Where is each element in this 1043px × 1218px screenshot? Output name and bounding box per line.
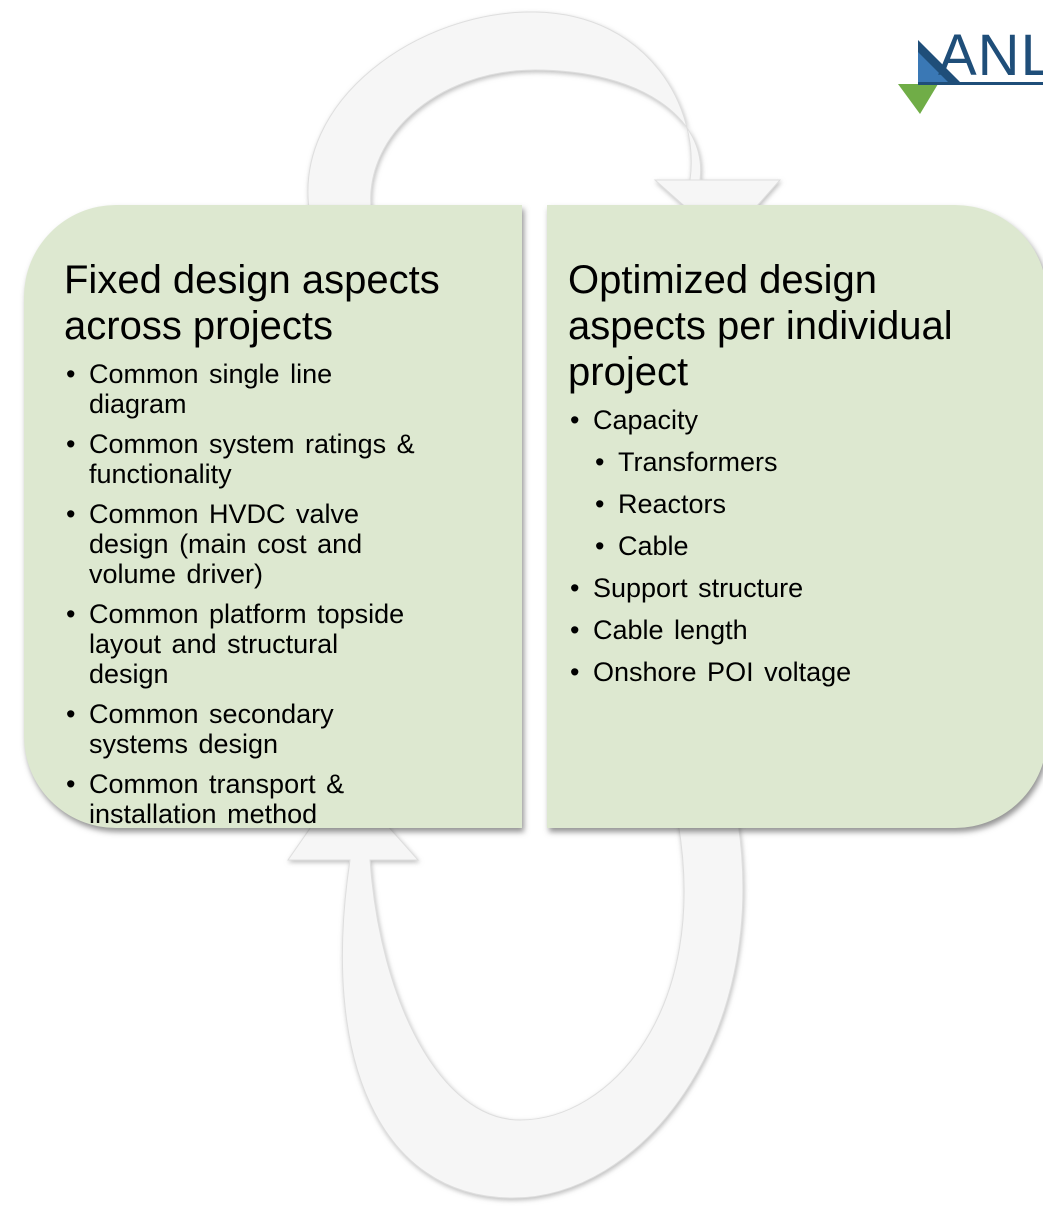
- bottom-curved-arrow: [287, 777, 744, 1199]
- optimized-design-list: Capacity Transformers Reactors Cable Sup…: [568, 405, 1037, 687]
- list-item: Support structure: [568, 573, 1037, 603]
- list-item: Common transport &installation method: [64, 769, 502, 829]
- title-line: Optimized design: [568, 258, 878, 302]
- fixed-design-panel: Fixed design aspects across projects Com…: [24, 205, 522, 829]
- title-line: project: [568, 350, 689, 394]
- title-line: across projects: [64, 304, 333, 348]
- list-item: Cable length: [568, 615, 1037, 645]
- list-item: Capacity: [568, 405, 1037, 435]
- list-item: Common system ratings &functionality: [64, 429, 502, 489]
- anl-logo: ANL: [898, 22, 1043, 114]
- title-line: Fixed design aspects: [64, 258, 440, 302]
- sub-list-item: Reactors: [593, 489, 1037, 519]
- title-line: aspects per individual: [568, 304, 953, 348]
- logo-text: ANL: [938, 23, 1043, 88]
- list-item: Onshore POI voltage: [568, 657, 1037, 687]
- sub-list-item: Cable: [593, 531, 1037, 561]
- optimized-design-panel: Optimized design aspects per individual …: [547, 205, 1043, 828]
- top-curved-arrow: [307, 11, 782, 243]
- fixed-design-title: Fixed design aspects across projects: [64, 257, 502, 349]
- sub-list-item: Transformers: [593, 447, 1037, 477]
- optimized-design-title: Optimized design aspects per individual …: [568, 257, 1037, 395]
- logo-mark: [898, 40, 1043, 114]
